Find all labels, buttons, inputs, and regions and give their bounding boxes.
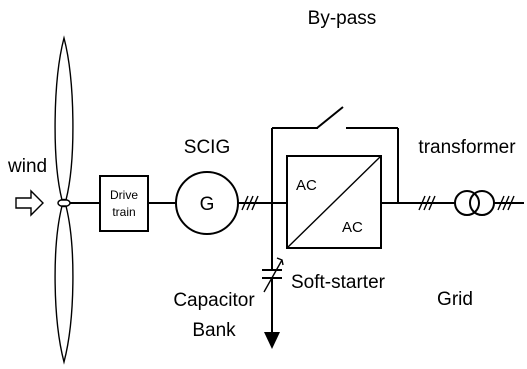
upper-blade [54,35,74,201]
capacitor-label-1: Capacitor [173,290,255,311]
wind-label: wind [7,156,47,177]
three-phase-mark-2 [418,195,436,211]
capacitor-bank [262,203,284,349]
bypass-switch [271,106,399,203]
three-phase-mark-1 [241,195,259,211]
converter-ac-top: AC [296,177,317,194]
grid-label: Grid [437,289,473,310]
wind-arrow [15,189,44,217]
scig-label: SCIG [184,137,230,158]
drive-train-label-1: Drive [110,188,138,202]
converter-ac-bottom: AC [342,219,363,236]
soft-starter-label: Soft-starter [291,272,386,293]
drive-train-box [99,175,149,232]
generator-symbol: G [200,194,215,215]
transformer-label: transformer [418,137,516,158]
turbine-rotor [54,35,74,365]
three-phase-mark-3 [497,195,515,211]
bypass-label: By-pass [308,8,377,29]
ground-arrow [264,332,280,349]
converter-diagonal [286,155,382,249]
lower-blade [54,205,74,365]
drive-train-label-2: train [112,205,135,219]
transformer-symbol [454,190,495,216]
capacitor-label-2: Bank [192,320,236,341]
